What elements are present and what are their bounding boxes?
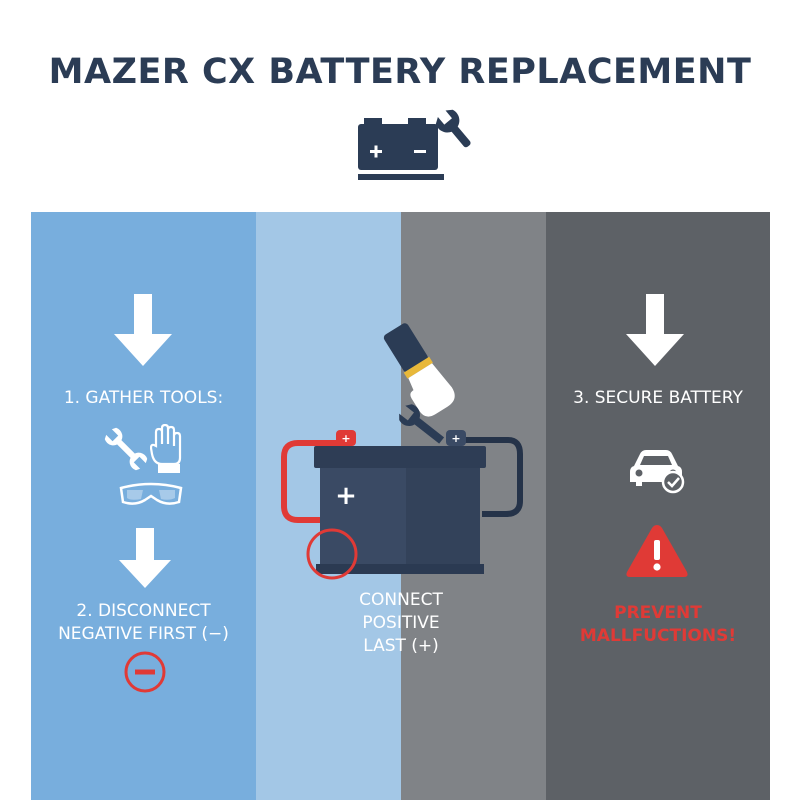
down-arrow-icon	[114, 294, 172, 366]
down-arrow-icon	[119, 528, 171, 588]
step-connect-label: CONNECT POSITIVE LAST (+)	[316, 589, 486, 658]
minus-circle-icon	[124, 651, 166, 693]
warning-triangle-icon	[626, 525, 688, 577]
battery-wrench-icon	[358, 109, 471, 180]
car-check-icon	[630, 450, 685, 494]
step-connect-line3: LAST (+)	[363, 636, 439, 656]
wrench-icon	[435, 109, 471, 148]
hand-wrench-icon	[383, 323, 455, 444]
glove-icon	[150, 424, 182, 473]
step-secure-label: 3. SECURE BATTERY	[573, 388, 743, 408]
svg-text:+: +	[451, 432, 460, 445]
step-disconnect-label: 2. DISCONNECT NEGATIVE FIRST (−)	[31, 600, 256, 646]
battery-icon	[358, 118, 444, 180]
step-disconnect-line2: NEGATIVE FIRST (−)	[58, 624, 229, 644]
down-arrow-icon	[626, 294, 684, 366]
warning-label: PREVENT MALLFUCTIONS!	[546, 602, 770, 648]
safety-goggles-icon	[119, 482, 183, 505]
negative-cable	[458, 437, 523, 517]
warning-line1: PREVENT	[614, 603, 702, 623]
highlight-ring	[306, 528, 358, 580]
warning-line2: MALLFUCTIONS!	[579, 626, 737, 646]
positive-cable	[281, 440, 346, 523]
page-title: MAZER CX BATTERY REPLACEMENT	[48, 52, 752, 92]
step-connect-line2: POSITIVE	[362, 613, 440, 633]
svg-text:+: +	[335, 481, 357, 511]
battery-illustration: + + +	[281, 323, 523, 580]
step-gather-tools-label: 1. GATHER TOOLS:	[63, 388, 224, 408]
wrench-tool-icon	[104, 427, 148, 471]
step-connect-line1: CONNECT	[359, 590, 443, 610]
step-disconnect-line1: 2. DISCONNECT	[76, 601, 211, 621]
svg-text:+: +	[341, 432, 350, 445]
